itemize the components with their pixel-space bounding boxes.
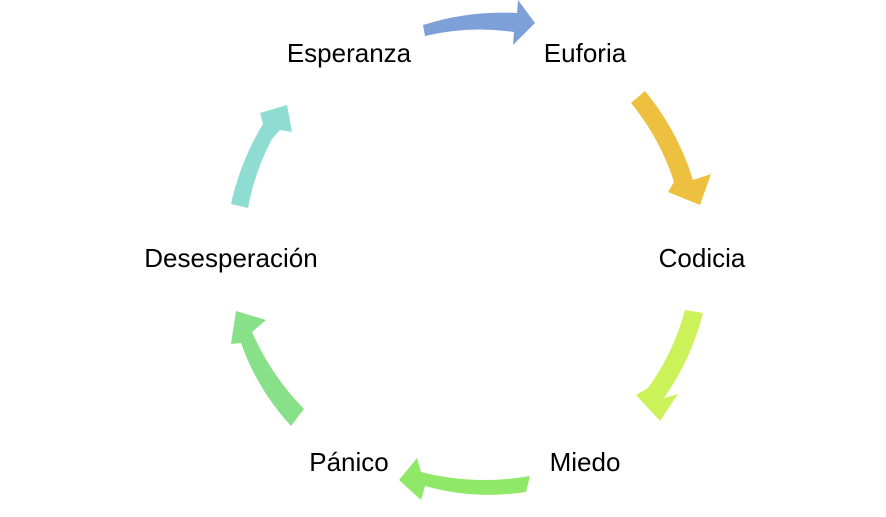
node-codicia: Codicia: [658, 243, 746, 273]
arrow-euforia-to-codicia: [631, 91, 711, 205]
node-miedo: Miedo: [549, 447, 621, 477]
arrow-panico-to-desesperacion: [231, 311, 304, 426]
node-euforia: Euforia: [543, 38, 627, 68]
arrow-miedo-to-panico: [399, 458, 530, 500]
arrow-codicia-to-miedo: [636, 310, 703, 421]
arrow-desesperacion-to-esperanza: [231, 105, 292, 208]
node-panico: Pánico: [309, 447, 389, 477]
node-esperanza: Esperanza: [286, 38, 412, 68]
arrow-esperanza-to-euforia: [423, 0, 535, 45]
node-desesperacion: Desesperación: [144, 243, 318, 273]
